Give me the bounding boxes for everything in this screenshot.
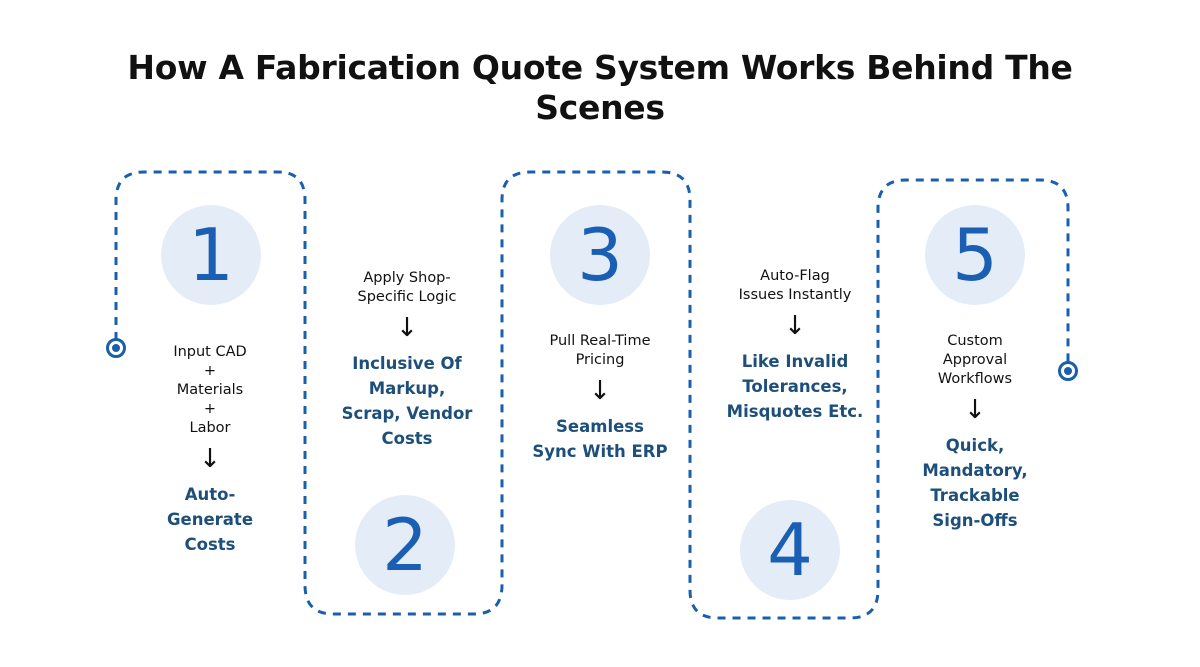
step-5: Custom Approval Workflows ↓ Quick, Manda… xyxy=(895,332,1055,533)
arrow-down-icon: ↓ xyxy=(784,311,806,341)
arrow-down-icon: ↓ xyxy=(589,376,611,406)
step-2-number: 2 xyxy=(355,495,455,595)
step-1-number: 1 xyxy=(161,205,261,305)
step-3: Pull Real-Time Pricing ↓ Seamless Sync W… xyxy=(520,332,680,464)
step-label: Auto-Flag Issues Instantly xyxy=(738,268,852,303)
step-5-number: 5 xyxy=(925,205,1025,305)
step-result: Seamless Sync With ERP xyxy=(532,417,668,461)
step-4: Auto-Flag Issues Instantly ↓ Like Invali… xyxy=(715,267,875,424)
step-label: Apply Shop- Specific Logic xyxy=(357,270,457,305)
step-result: Inclusive Of Markup, Scrap, Vendor Costs xyxy=(341,354,473,448)
arrow-down-icon: ↓ xyxy=(199,444,221,474)
step-result: Auto- Generate Costs xyxy=(166,485,254,554)
step-result: Like Invalid Tolerances, Misquotes Etc. xyxy=(726,352,864,421)
arrow-down-icon: ↓ xyxy=(964,395,986,425)
arrow-down-icon: ↓ xyxy=(396,313,418,343)
step-1: Input CAD + Materials + Labor ↓ Auto- Ge… xyxy=(130,343,290,557)
step-4-number: 4 xyxy=(740,500,840,600)
page-title: How A Fabrication Quote System Works Beh… xyxy=(127,48,1073,127)
step-label: Pull Real-Time Pricing xyxy=(549,333,651,368)
step-3-number: 3 xyxy=(550,205,650,305)
step-label: Custom Approval Workflows xyxy=(937,333,1013,387)
step-result: Quick, Mandatory, Trackable Sign-Offs xyxy=(922,436,1028,530)
step-2: Apply Shop- Specific Logic ↓ Inclusive O… xyxy=(327,269,487,451)
start-dot-icon xyxy=(106,338,126,358)
end-dot-icon xyxy=(1058,361,1078,381)
step-label: Input CAD + Materials + Labor xyxy=(173,344,247,436)
